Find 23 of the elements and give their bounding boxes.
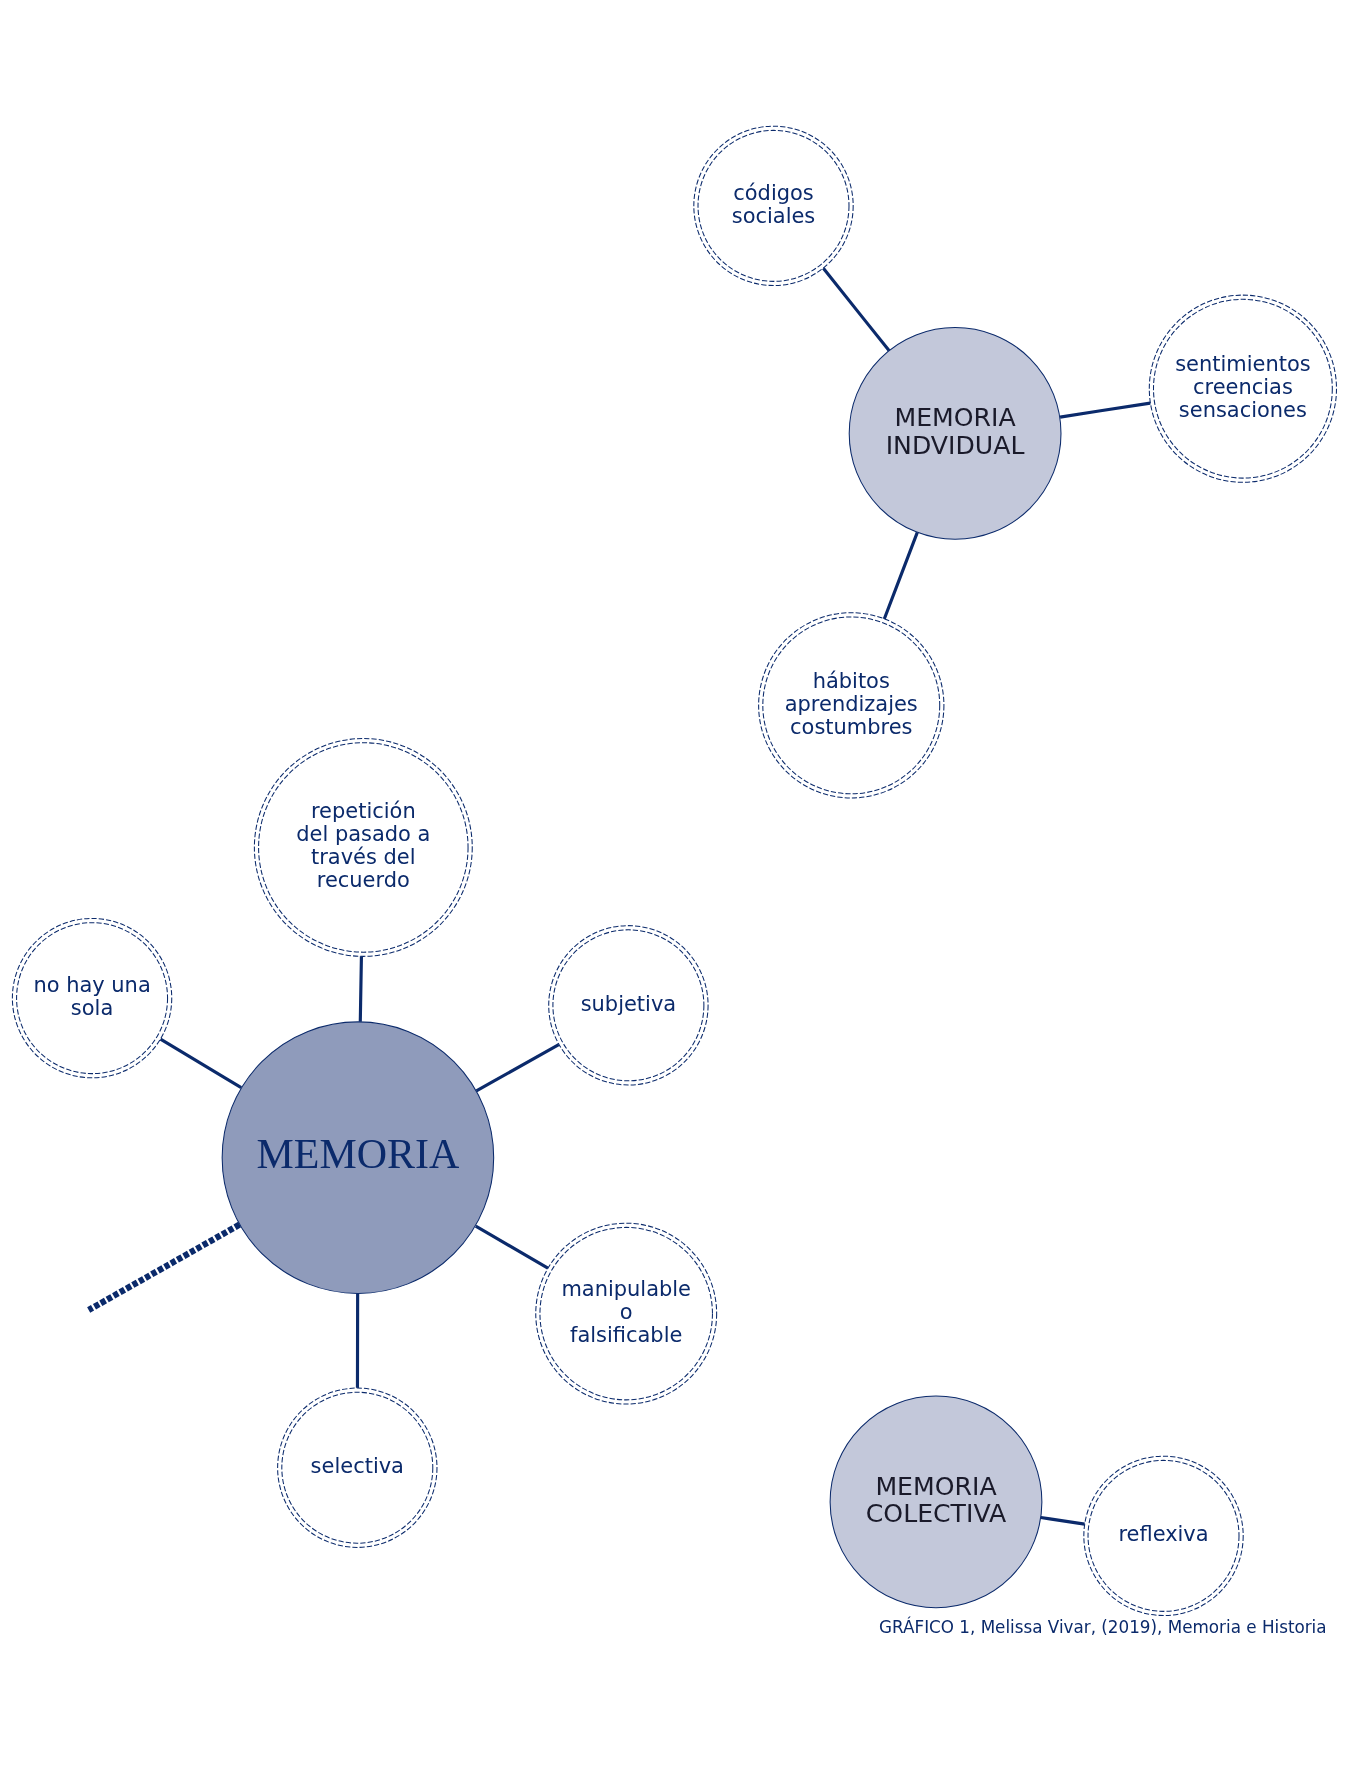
connector [1040, 1515, 1085, 1526]
node-circle: subjetiva [548, 924, 709, 1086]
caption: GRÁFICO 1, Melissa Vivar, (2019), Memoria e Historia [879, 1616, 1327, 1637]
node-circle: MEMORIA INDVIDUAL [848, 326, 1062, 540]
node-circle: no hay una sola [11, 917, 173, 1078]
connector [355, 1292, 360, 1388]
connector [475, 1042, 560, 1092]
node-circle: MEMORIA [221, 1020, 495, 1294]
node-circle: reflexiva [1083, 1455, 1244, 1616]
connector [87, 1221, 242, 1313]
node-circle: manipulable o falsificable [535, 1222, 718, 1405]
node-circle: sentimientos creencias sensaciones [1148, 294, 1338, 483]
connector [822, 266, 891, 352]
node-circle: repetición del pasado a través del recuerdo [253, 737, 473, 957]
node-circle: hábitos aprendizajes costumbres [758, 611, 945, 799]
node-circle: selectiva [277, 1387, 438, 1548]
connector [474, 1224, 549, 1269]
connector [159, 1037, 242, 1089]
connector [1059, 401, 1151, 419]
node-circle: MEMORIA COLECTIVA [829, 1394, 1043, 1608]
connector [358, 955, 363, 1022]
node-circle: códigos sociales [693, 125, 854, 286]
connector [882, 531, 919, 619]
